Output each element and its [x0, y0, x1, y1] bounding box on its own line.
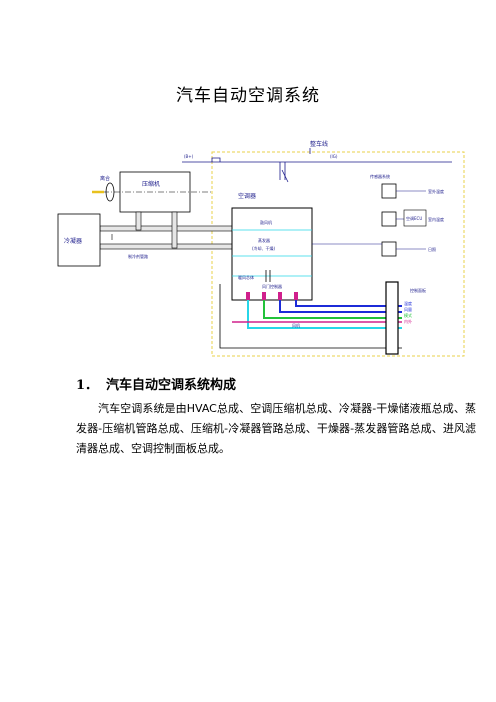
compressor-box: [119, 171, 191, 213]
clutch-pulley: [105, 182, 115, 202]
sensor-3-label: 日照: [428, 247, 436, 252]
output-2-label: 风量: [404, 306, 412, 312]
section-heading: 1． 汽车自动空调系统构成: [76, 374, 236, 393]
air-control-label: 风门控制器: [262, 283, 282, 289]
control-panel-block: [385, 281, 399, 355]
condenser-label: 冷凝器: [64, 237, 82, 245]
ac-unit-box: [231, 207, 313, 301]
sensor-system-label: 传感器系统: [370, 173, 390, 179]
body-paragraph: 汽车空调系统是由HVAC总成、空调压缩机总成、冷凝器-干燥储液瓶总成、蒸发器-压…: [76, 402, 476, 455]
sensor-1: [381, 183, 397, 199]
output-1-label: 温度: [404, 300, 412, 306]
evaporator-sub-label: (冷却、干燥): [252, 245, 276, 251]
condenser-box: [57, 213, 101, 267]
signal-line-cyan: [247, 300, 402, 329]
blower-label: 鼓风机: [260, 219, 272, 225]
wire-label-right: (IG): [330, 154, 338, 159]
sensor-inner-label: 空调ECU: [406, 215, 422, 221]
bottom-wire-label: 风机: [292, 322, 300, 328]
ac-box-label: 空调器: [238, 192, 256, 200]
wire-label-left: (B+): [184, 154, 194, 159]
heater-label: 暖风芯体: [238, 274, 254, 280]
vehicle-system-label: 整车线: [310, 140, 328, 148]
sensor-3: [381, 241, 397, 257]
signal-line-green: [263, 300, 402, 319]
signal-line-blue: [279, 300, 402, 313]
control-panel-label: 控制面板: [410, 287, 426, 293]
evaporator-label: 蒸发器: [258, 237, 270, 243]
output-3-label: 模式: [404, 312, 412, 318]
system-boundary: [211, 151, 465, 357]
compressor-label: 压缩机: [142, 180, 160, 188]
sensor-1-label: 室外温度: [428, 188, 444, 194]
sensor-2: [381, 211, 397, 227]
output-4-label: 内外: [404, 318, 412, 324]
section-heading-number: 1．: [76, 378, 99, 393]
clutch-label: 离合: [100, 175, 110, 182]
section-heading-text: 汽车自动空调系统构成: [106, 378, 237, 393]
ac-system-diagram: 整车线 (B+) (IG) 压缩机 离合 制冷剂管路 冷凝器 空调器 鼓风机 蒸…: [57, 140, 465, 357]
refrigerant-line-label: 制冷剂管路: [128, 253, 148, 259]
sensor-2-label: 室内温度: [428, 216, 444, 222]
page-title: 汽车自动空调系统: [176, 86, 320, 106]
